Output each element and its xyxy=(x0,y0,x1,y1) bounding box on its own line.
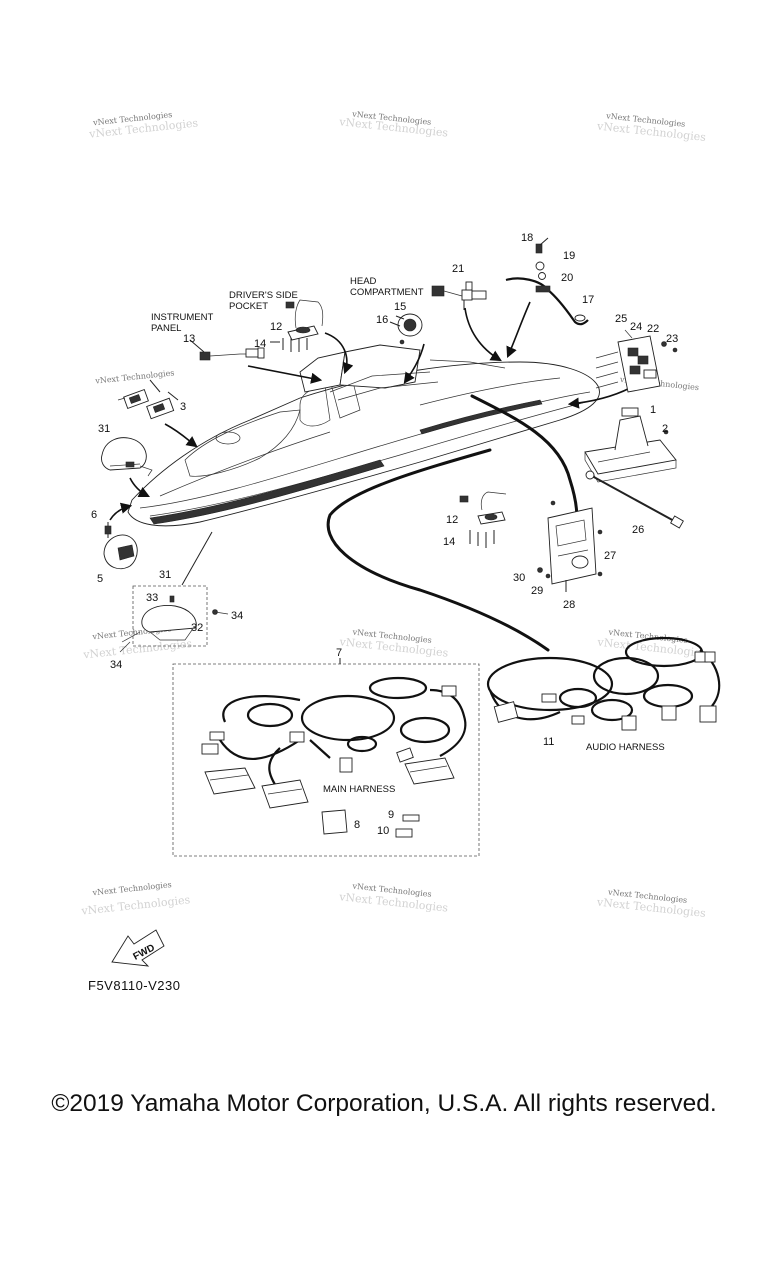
watermark-top-center: vNext Technologies vNext Technologies xyxy=(338,109,449,139)
callout-30: 30 xyxy=(513,572,525,584)
callout-34-right: 34 xyxy=(231,610,243,622)
caption-main-harness: MAIN HARNESS xyxy=(323,784,395,795)
callout-8: 8 xyxy=(354,819,360,831)
caption-head-compartment-line1: HEAD xyxy=(350,276,377,287)
part-pocket-light-lower xyxy=(459,491,507,548)
watermark-top-left: vNext Technologies vNext Technologies xyxy=(88,110,199,141)
caption-head-compartment-line2: COMPARTMENT xyxy=(350,287,424,298)
captions: INSTRUMENT PANEL DRIVER'S SIDE POCKET HE… xyxy=(151,276,665,795)
part-panel-connector xyxy=(189,339,265,361)
watermark-bottom-right: vNext Technologies vNext Technologies xyxy=(595,888,706,920)
callout-10: 10 xyxy=(377,825,389,837)
caption-drivers-pocket-line2: POCKET xyxy=(229,301,268,312)
callout-23: 23 xyxy=(666,333,678,345)
callout-5: 5 xyxy=(97,573,103,585)
callout-31-top: 31 xyxy=(98,423,110,435)
svg-text:vNext Technologies: vNext Technologies xyxy=(91,880,172,897)
callout-14-top: 14 xyxy=(254,338,266,350)
callout-32: 32 xyxy=(191,622,203,634)
forward-direction-arrow: FWD xyxy=(111,929,165,967)
callout-6: 6 xyxy=(91,509,97,521)
pointer-arrows xyxy=(109,301,631,586)
callout-22: 22 xyxy=(647,323,659,335)
caption-instrument-panel-line2: PANEL xyxy=(151,323,181,334)
watermark-row3-center: vNext Technologies vNext Technologies xyxy=(338,627,449,659)
part-fuse-box xyxy=(595,329,678,393)
callout-31-lower: 31 xyxy=(159,569,171,581)
callout-numbers: 1 2 3 5 6 7 8 9 10 11 12 12 13 14 14 15 … xyxy=(91,232,678,837)
main-harness xyxy=(172,658,480,857)
callout-1: 1 xyxy=(650,404,656,416)
callout-15: 15 xyxy=(394,301,406,313)
watermark-mid-left: vNext Technologies xyxy=(94,368,175,385)
harness-cable-run-lower xyxy=(326,448,550,652)
svg-text:vNext Technologies: vNext Technologies xyxy=(94,368,175,385)
watermark-bottom-center: vNext Technologies vNext Technologies xyxy=(338,881,449,914)
watermark-bottom-left: vNext Technologies vNext Technologies xyxy=(80,880,191,918)
callout-16: 16 xyxy=(376,314,388,326)
part-battery-cable xyxy=(585,470,684,529)
callout-34-left: 34 xyxy=(110,659,122,671)
part-battery-tray xyxy=(584,407,677,483)
callout-19: 19 xyxy=(563,250,575,262)
callout-20: 20 xyxy=(561,272,573,284)
callout-24: 24 xyxy=(630,321,642,333)
callout-21: 21 xyxy=(452,263,464,275)
watermark-top-right: vNext Technologies vNext Technologies xyxy=(595,111,706,144)
callout-14-lower: 14 xyxy=(443,536,455,548)
callout-9: 9 xyxy=(388,809,394,821)
part-stern-light-assembly xyxy=(119,585,229,653)
callout-2: 2 xyxy=(662,423,668,435)
callout-17: 17 xyxy=(582,294,594,306)
caption-drivers-pocket-line1: DRIVER'S SIDE xyxy=(229,290,298,301)
part-head-light xyxy=(389,313,423,345)
caption-audio-harness: AUDIO HARNESS xyxy=(586,742,665,753)
figure-code: F5V8110-V230 xyxy=(88,978,181,993)
callout-28: 28 xyxy=(563,599,575,611)
callout-12-lower: 12 xyxy=(446,514,458,526)
boat-hull xyxy=(127,344,600,527)
callout-11: 11 xyxy=(543,736,554,748)
callout-3: 3 xyxy=(180,401,186,413)
part-pocket-light-top xyxy=(270,299,324,352)
callout-29: 29 xyxy=(531,585,543,597)
callout-26: 26 xyxy=(632,524,644,536)
callout-18: 18 xyxy=(521,232,533,244)
callout-27: 27 xyxy=(604,550,616,562)
part-sensor xyxy=(431,281,487,310)
part-bow-light xyxy=(103,522,138,570)
audio-harness xyxy=(486,636,721,731)
caption-instrument-panel-line1: INSTRUMENT xyxy=(151,312,213,323)
part-ground-cable xyxy=(505,237,589,326)
callout-7: 7 xyxy=(336,647,342,659)
callout-25: 25 xyxy=(615,313,627,325)
part-light-cover xyxy=(101,437,153,477)
callout-33: 33 xyxy=(146,592,158,604)
part-ecu-module xyxy=(537,500,603,592)
part-switch-group xyxy=(117,379,179,420)
callout-12-top: 12 xyxy=(270,321,282,333)
copyright-notice: ©2019 Yamaha Motor Corporation, U.S.A. A… xyxy=(51,1090,717,1117)
callout-13: 13 xyxy=(183,333,195,345)
